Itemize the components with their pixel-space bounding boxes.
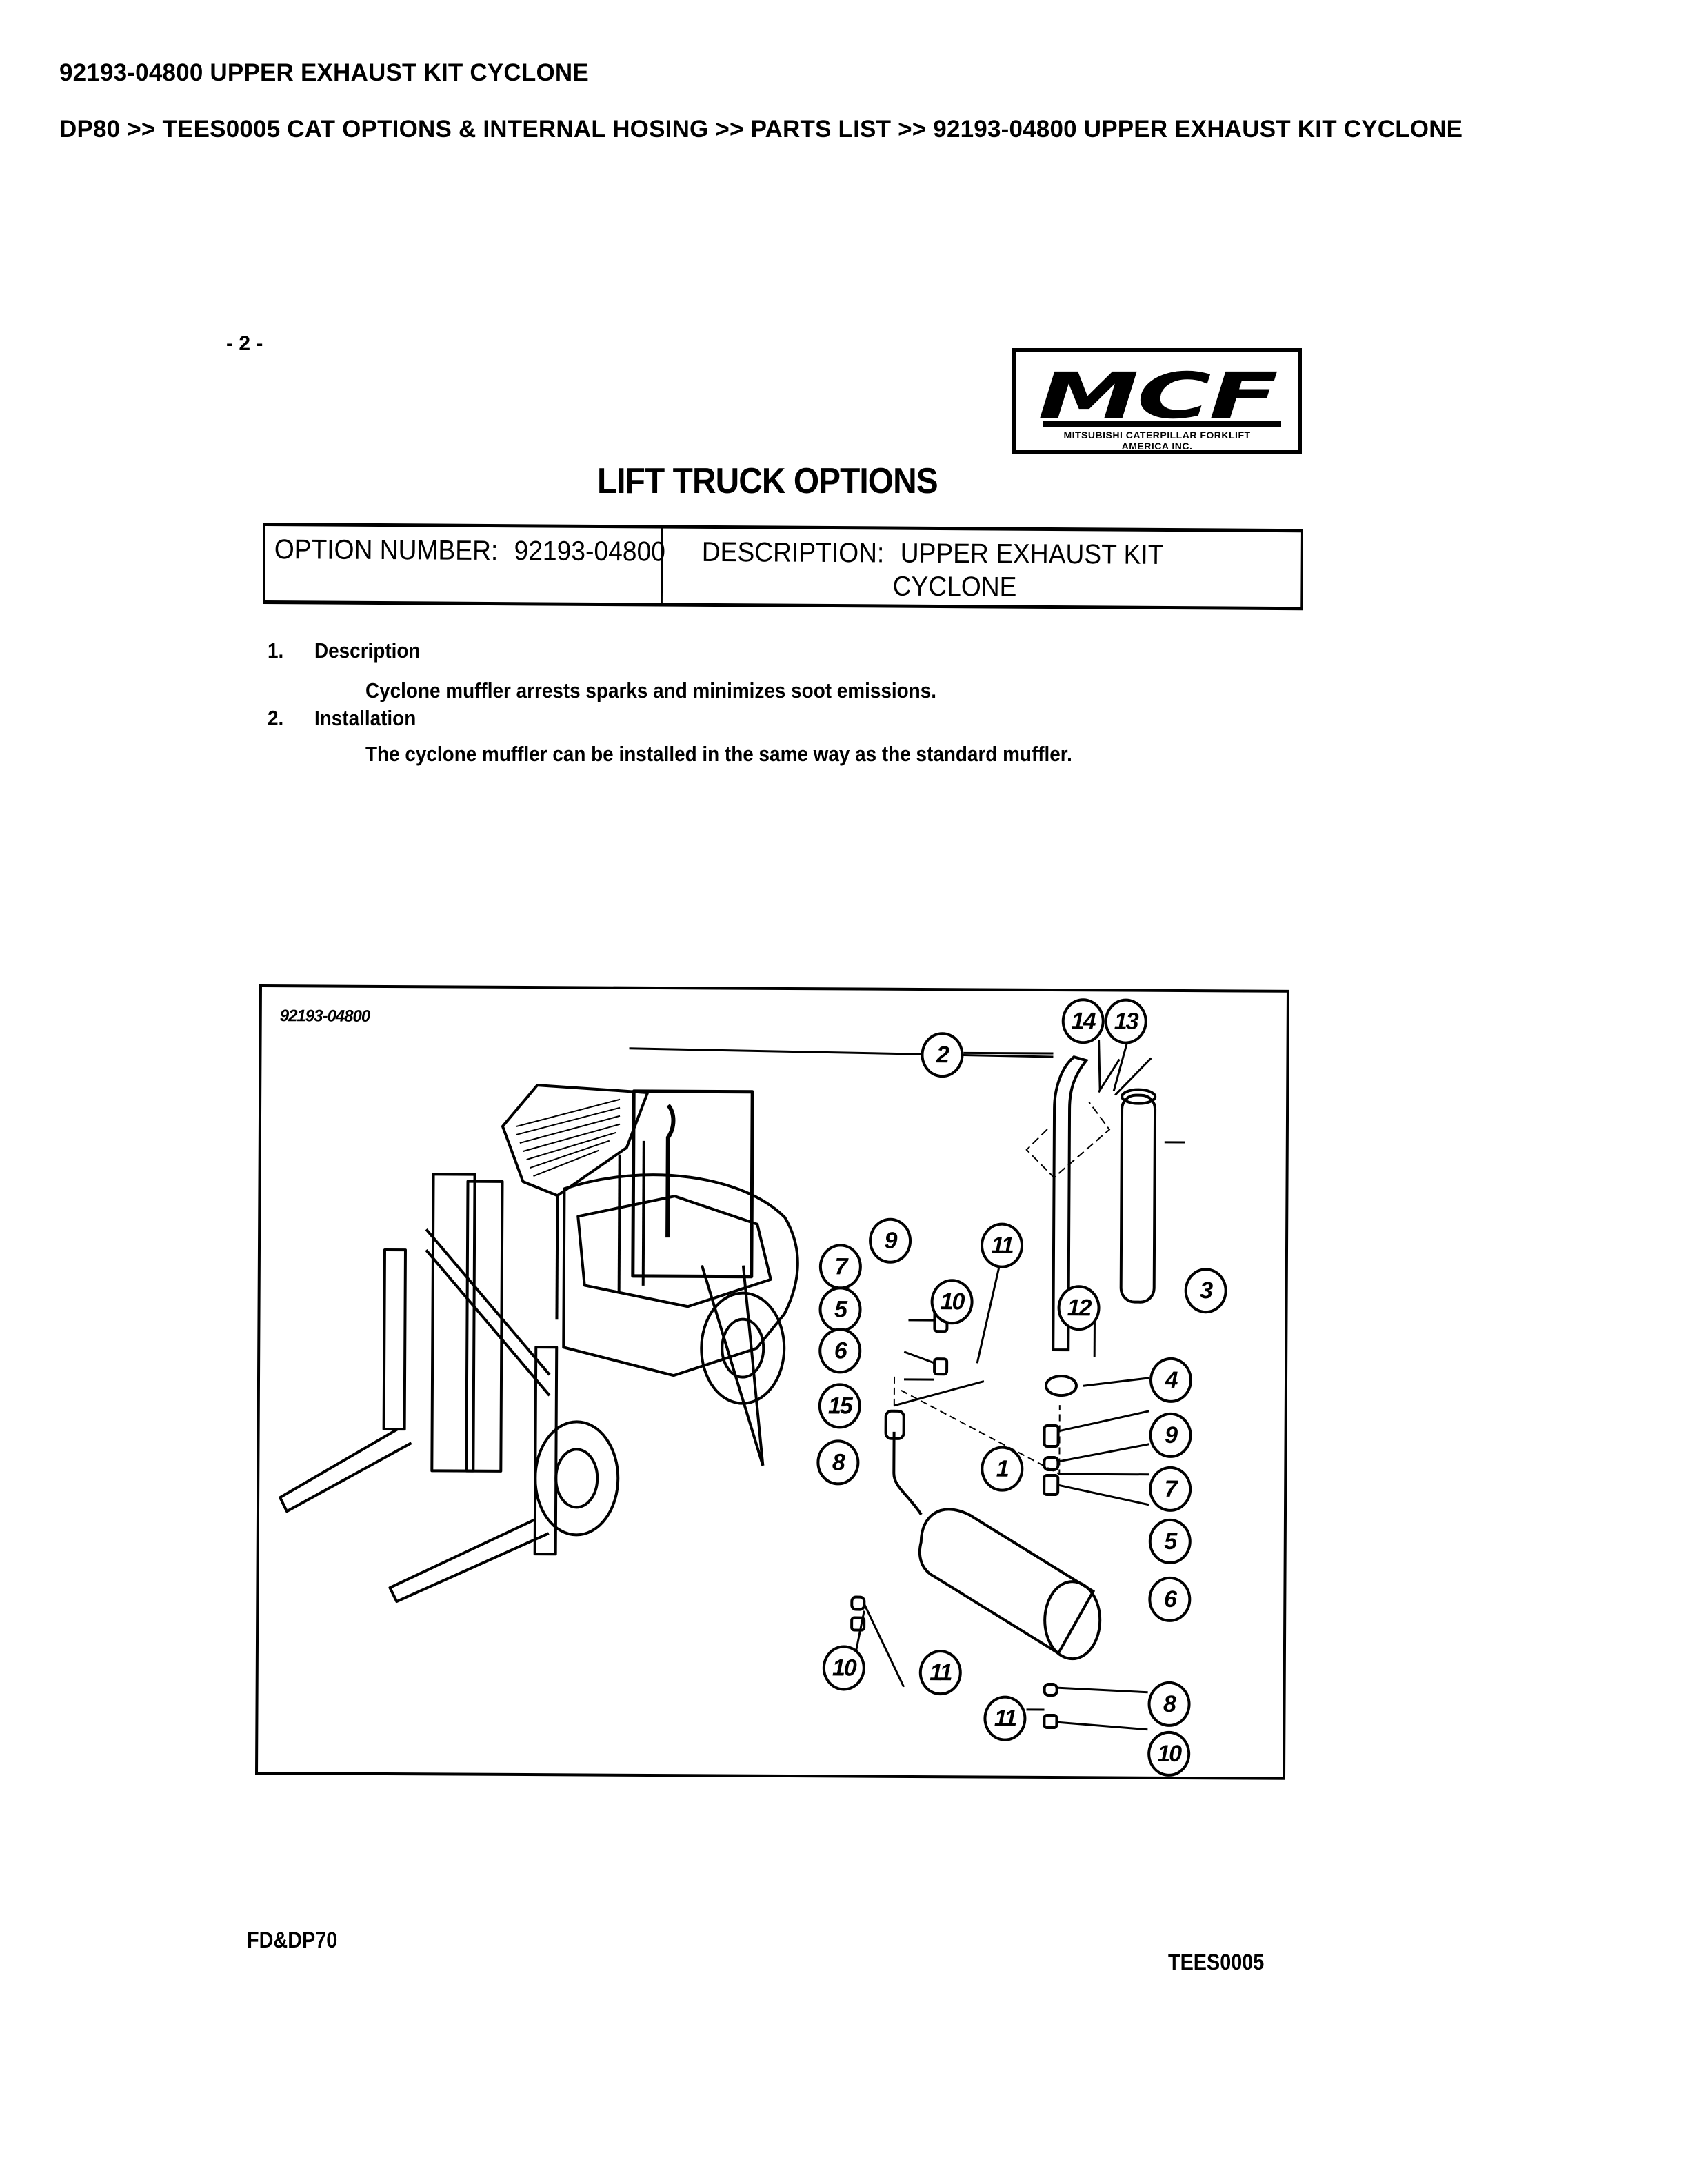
description-line1: UPPER EXHAUST KIT bbox=[900, 538, 1164, 570]
option-number-value: 92193-04800 bbox=[514, 536, 666, 567]
callout-14: 14 bbox=[1061, 998, 1105, 1044]
callout-8: 8 bbox=[816, 1439, 860, 1486]
mcf-logo: MCF MITSUBISHI CATERPILLAR FORKLIFT AMER… bbox=[1012, 348, 1302, 454]
page-header-title: 92193-04800 UPPER EXHAUST KIT CYCLONE bbox=[59, 59, 589, 86]
callout-10c: 10 bbox=[1147, 1730, 1191, 1777]
section-1-number: 1. bbox=[268, 638, 284, 663]
callout-11c: 11 bbox=[983, 1695, 1027, 1741]
forklift-illustration bbox=[279, 1040, 1185, 1731]
logo-company-line1: MITSUBISHI CATERPILLAR FORKLIFT bbox=[1063, 429, 1251, 441]
callout-12: 12 bbox=[1057, 1285, 1101, 1331]
callout-1: 1 bbox=[981, 1446, 1024, 1492]
callout-5b: 5 bbox=[1148, 1518, 1192, 1565]
description-cell: DESCRIPTION: UPPER EXHAUST KIT CYCLONE bbox=[692, 529, 1258, 607]
logo-mark: MCF bbox=[1038, 359, 1278, 433]
callout-11b: 11 bbox=[918, 1650, 962, 1696]
callout-7b: 7 bbox=[1149, 1466, 1192, 1513]
option-number-cell: OPTION NUMBER: 92193-04800 bbox=[265, 526, 666, 603]
description-line2: CYCLONE bbox=[892, 571, 1017, 603]
document-title: LIFT TRUCK OPTIONS bbox=[597, 461, 938, 501]
callout-11: 11 bbox=[980, 1222, 1024, 1268]
callout-5: 5 bbox=[818, 1286, 862, 1333]
option-number-label: OPTION NUMBER: bbox=[274, 534, 499, 567]
callout-15: 15 bbox=[818, 1383, 861, 1429]
section-2-text: The cyclone muffler can be installed in … bbox=[365, 742, 1072, 766]
logo-divider bbox=[1043, 421, 1281, 427]
callout-8b: 8 bbox=[1147, 1681, 1191, 1728]
footer-model: FD&DP70 bbox=[247, 1928, 338, 1952]
callout-13: 13 bbox=[1104, 998, 1147, 1044]
option-table: OPTION NUMBER: 92193-04800 DESCRIPTION: … bbox=[263, 523, 1303, 611]
breadcrumb[interactable]: DP80 >> TEES0005 CAT OPTIONS & INTERNAL … bbox=[59, 116, 1463, 143]
footer-code: TEES0005 bbox=[1168, 1950, 1265, 1974]
callout-7: 7 bbox=[818, 1244, 863, 1290]
section-1-text: Cyclone muffler arrests sparks and minim… bbox=[365, 678, 936, 702]
callout-2: 2 bbox=[921, 1032, 964, 1078]
exploded-parts-diagram: 92193-04800 bbox=[254, 984, 1289, 1780]
section-2-number: 2. bbox=[268, 706, 284, 730]
callout-9b: 9 bbox=[1149, 1412, 1192, 1459]
logo-company-line2: AMERICA INC. bbox=[1121, 441, 1193, 452]
callout-10b: 10 bbox=[822, 1645, 865, 1691]
section-1-heading: Description bbox=[314, 638, 421, 663]
callout-6b: 6 bbox=[1148, 1576, 1192, 1623]
page-number: - 2 - bbox=[226, 332, 263, 355]
section-2-heading: Installation bbox=[314, 706, 416, 730]
callout-3: 3 bbox=[1184, 1268, 1227, 1314]
callout-10: 10 bbox=[930, 1279, 974, 1325]
callout-4: 4 bbox=[1149, 1357, 1193, 1404]
callout-6: 6 bbox=[818, 1328, 862, 1374]
callout-9: 9 bbox=[868, 1217, 912, 1264]
description-label: DESCRIPTION: bbox=[701, 536, 885, 569]
